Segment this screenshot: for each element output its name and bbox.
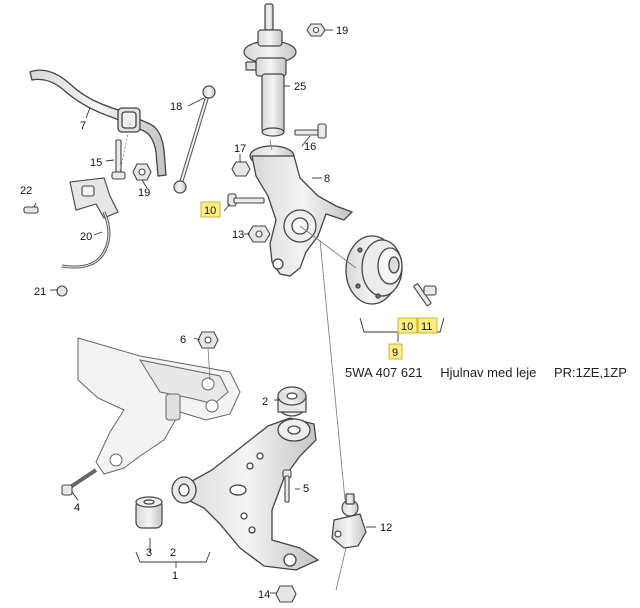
callout-label: 1	[172, 570, 178, 582]
callout-label: 2	[170, 547, 176, 559]
callout-c17: 17	[234, 143, 246, 155]
callout-label: 12	[380, 522, 392, 534]
callout-c19b: 19	[138, 187, 150, 199]
callout-c6: 6	[180, 334, 186, 346]
callout-label: 4	[74, 502, 80, 514]
nut-19-upper	[306, 23, 326, 37]
callout-c2b: 2	[170, 547, 176, 559]
callout-c18: 18	[170, 101, 182, 113]
callout-label: 19	[138, 187, 150, 199]
callout-c22: 22	[20, 185, 32, 197]
callout-label: 19	[336, 25, 348, 37]
callout-label: 9	[392, 347, 398, 359]
wheel-hub	[345, 235, 403, 305]
callout-c21: 21	[34, 286, 46, 298]
callout-c2: 2	[262, 396, 268, 408]
callout-c5: 5	[303, 483, 309, 495]
callout-label: 18	[170, 101, 182, 113]
steering-knuckle	[249, 145, 354, 277]
callout-label: 21	[34, 286, 46, 298]
callout-label: 10	[401, 321, 413, 333]
callout-highlight-box	[388, 343, 403, 360]
bushing-3	[135, 496, 163, 529]
callout-highlight-box	[397, 317, 418, 334]
callout-highlight-box	[200, 201, 221, 218]
callout-c16: 16	[304, 141, 316, 153]
callout-c14: 14	[258, 589, 270, 601]
bolt-10	[227, 193, 265, 207]
bolt-15	[111, 139, 126, 180]
nut-17	[231, 161, 251, 177]
callout-c7: 7	[80, 120, 86, 132]
callout-label: 5	[303, 483, 309, 495]
bushing-2-upper	[277, 386, 307, 417]
callout-c1: 1	[172, 570, 178, 582]
callout-label: 25	[294, 81, 306, 93]
assembly-axis-lines	[119, 123, 357, 591]
callout-c11: 11	[417, 317, 438, 334]
part-description: Hjulnav med leje	[440, 365, 537, 380]
leader-lines	[33, 29, 445, 594]
bolt-5	[282, 469, 292, 503]
callout-label: 16	[304, 141, 316, 153]
nut-14	[275, 585, 297, 603]
callout-highlight-box	[417, 317, 438, 334]
pr-code: PR:1ZE,1ZP	[553, 365, 627, 380]
callout-c10b: 10	[397, 317, 418, 334]
callout-label: 3	[146, 547, 152, 559]
callout-c12: 12	[380, 522, 392, 534]
part-number: 5WA 407 621	[345, 365, 423, 380]
callout-label: 7	[80, 120, 86, 132]
callout-label: 22	[20, 185, 32, 197]
callout-c13: 13	[232, 229, 244, 241]
callout-label: 20	[80, 231, 92, 243]
ball-joint	[331, 493, 367, 549]
part-info-caption: 5WA 407 621 Hjulnav med leje PR:1ZE,1ZP	[345, 365, 627, 380]
nut-13	[247, 225, 271, 243]
callout-c4: 4	[74, 502, 80, 514]
callout-label: 14	[258, 589, 270, 601]
callout-c3: 3	[146, 547, 152, 559]
callout-label: 15	[90, 157, 102, 169]
callout-label: 13	[232, 229, 244, 241]
lower-control-arm	[171, 417, 320, 571]
bolt-4	[61, 468, 98, 496]
callout-c19: 19	[336, 25, 348, 37]
nut-19-lower	[132, 163, 152, 181]
callout-c25: 25	[294, 81, 306, 93]
subframe	[77, 337, 241, 475]
callout-label: 6	[180, 334, 186, 346]
stabilizer-bar	[29, 69, 167, 177]
callout-c20: 20	[80, 231, 92, 243]
callout-c9: 9	[388, 343, 403, 360]
callout-label: 10	[204, 205, 216, 217]
callout-label: 17	[234, 143, 246, 155]
callout-c8: 8	[324, 173, 330, 185]
brake-hose-bracket	[23, 177, 119, 297]
coupling-rod	[173, 85, 216, 194]
callout-c10: 10	[200, 201, 221, 218]
bolt-11	[413, 283, 437, 307]
callout-label: 11	[421, 321, 432, 333]
callout-label: 2	[262, 396, 268, 408]
callout-c15: 15	[90, 157, 102, 169]
bolt-16	[294, 123, 327, 139]
nut-6	[197, 331, 219, 349]
shock-absorber	[243, 3, 297, 137]
callout-label: 8	[324, 173, 330, 185]
